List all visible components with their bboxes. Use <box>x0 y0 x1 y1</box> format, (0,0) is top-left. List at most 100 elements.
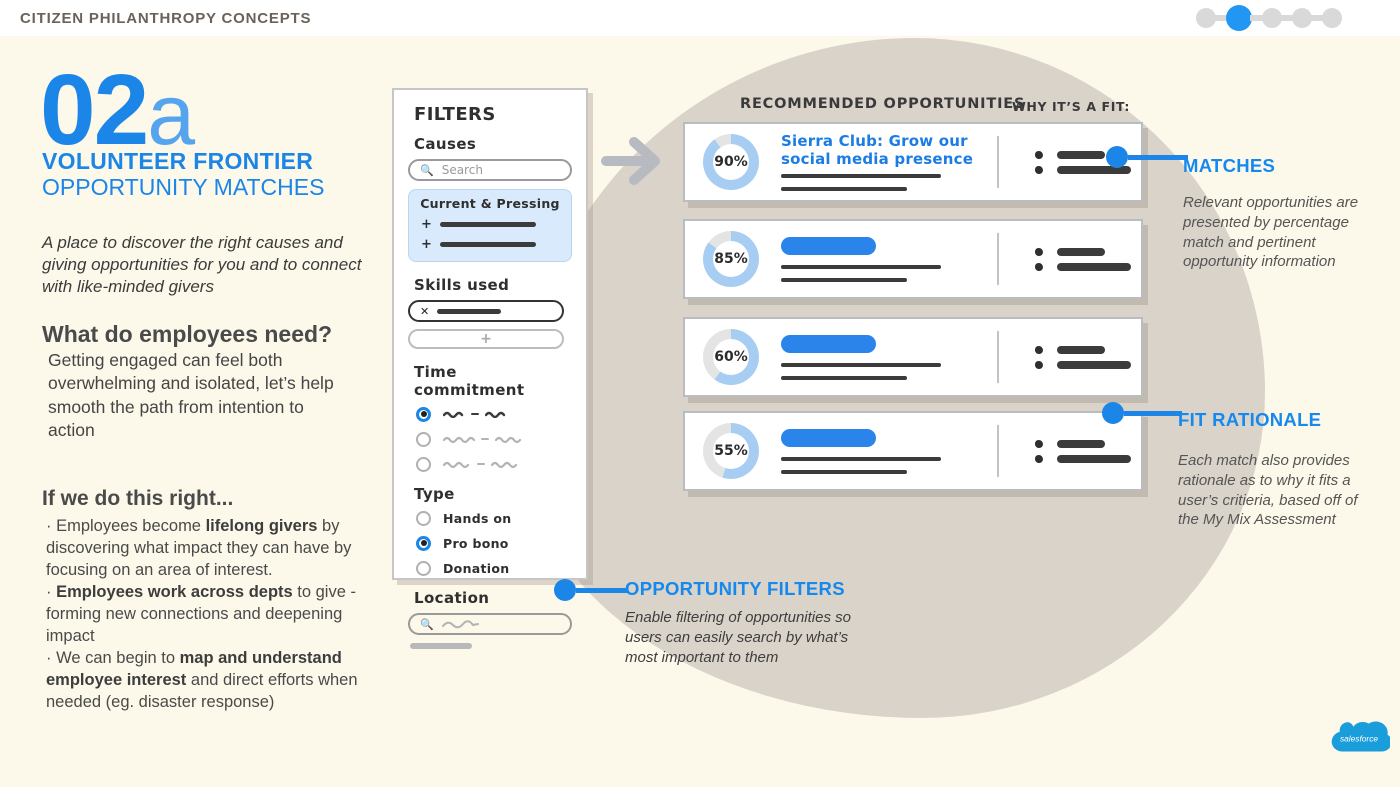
intro-paragraph: A place to discover the right causes and… <box>42 233 362 297</box>
connector-dot <box>1106 146 1128 168</box>
radio-icon[interactable] <box>416 560 431 576</box>
progress-indicator[interactable] <box>1196 5 1342 31</box>
placeholder-line <box>1057 439 1105 448</box>
match-donut: 90% <box>703 134 759 190</box>
causes-label: Causes <box>414 135 477 153</box>
opportunity-card-4[interactable]: 55% <box>683 411 1143 491</box>
placeholder-line <box>1057 165 1131 174</box>
fit-rationale-annotation-title: FIT RATIONALE <box>1178 409 1322 430</box>
opportunity-card-2[interactable]: 85% <box>683 219 1143 299</box>
time-option-2[interactable] <box>416 430 572 448</box>
radio-icon[interactable] <box>416 535 431 551</box>
placeholder-line <box>1057 360 1131 369</box>
bullet-icon <box>1035 165 1043 174</box>
slide-title-line1: VOLUNTEER FRONTIER <box>42 148 314 174</box>
card-divider <box>997 136 999 188</box>
radio-icon[interactable] <box>416 510 431 526</box>
time-option-1[interactable] <box>416 405 572 423</box>
location-search-input[interactable]: 🔍 <box>408 613 572 635</box>
slide-title-line2: OPPORTUNITY MATCHES <box>42 174 325 201</box>
placeholder-line <box>437 308 502 314</box>
placeholder-line <box>781 264 941 269</box>
recommended-opportunities-header: RECOMMENDED OPPORTUNITIES <box>740 96 1026 112</box>
opportunity-card-1[interactable]: 90% Sierra Club: Grow our social media p… <box>683 122 1143 202</box>
connector-dot <box>1102 402 1124 424</box>
top-bar: CITIZEN PHILANTHROPY CONCEPTS <box>0 0 1400 36</box>
opportunity-filters-annotation: OPPORTUNITY FILTERS Enable filtering of … <box>625 578 861 667</box>
progress-dot-1[interactable] <box>1196 8 1216 28</box>
placeholder-title-pill <box>781 428 876 447</box>
placeholder-line <box>781 469 907 474</box>
placeholder-line <box>1057 247 1105 256</box>
progress-dot-3[interactable] <box>1262 8 1282 28</box>
fit-reasons <box>1035 339 1131 376</box>
progress-connector <box>1280 15 1294 21</box>
radio-icon[interactable] <box>416 456 431 472</box>
plus-icon: + <box>421 217 432 232</box>
type-label: Type <box>414 485 455 503</box>
slide-number: 02a <box>40 60 195 160</box>
skill-tag[interactable]: ✕ <box>408 300 564 322</box>
match-donut: 60% <box>703 329 759 385</box>
time-commitment-label: Time commitment <box>414 363 525 399</box>
fit-rationale-connector <box>1102 402 1182 424</box>
deck-title: CITIZEN PHILANTHROPY CONCEPTS <box>20 9 312 27</box>
progress-dot-2[interactable] <box>1226 5 1252 31</box>
matches-annotation-title: MATCHES <box>1183 155 1276 176</box>
opportunity-title[interactable]: Sierra Club: Grow our social media prese… <box>781 132 974 168</box>
add-skill-button[interactable]: + <box>408 329 564 349</box>
match-percent: 55% <box>714 443 748 459</box>
if-right-heading: If we do this right... <box>42 487 234 510</box>
time-option-3[interactable] <box>416 455 572 473</box>
progress-dot-5[interactable] <box>1322 8 1342 28</box>
placeholder-line <box>781 173 941 178</box>
fit-reasons <box>1035 144 1131 181</box>
match-donut: 85% <box>703 231 759 287</box>
fit-reasons <box>1035 241 1131 278</box>
bullet-2: · Employees work across depts to give - … <box>46 582 356 645</box>
placeholder-title-pill <box>781 334 876 353</box>
bullet-icon <box>1035 454 1043 463</box>
benefit-bullets: · Employees become lifelong givers by di… <box>46 516 368 713</box>
location-label: Location <box>414 589 490 607</box>
placeholder-line <box>781 375 907 380</box>
bullet-icon <box>1035 262 1043 271</box>
type-option-hands-on[interactable]: Hands on <box>416 509 572 527</box>
search-icon: 🔍 <box>420 163 434 177</box>
radio-icon[interactable] <box>416 431 431 447</box>
progress-dot-4[interactable] <box>1292 8 1312 28</box>
remove-icon[interactable]: ✕ <box>420 304 430 318</box>
slide-title: VOLUNTEER FRONTIER OPPORTUNITY MATCHES <box>42 148 324 201</box>
bullet-icon <box>1035 439 1043 448</box>
causes-search-placeholder: Search <box>441 163 483 177</box>
placeholder-line <box>781 277 907 282</box>
why-fit-header: WHY IT’S A FIT: <box>1012 99 1130 114</box>
type-option-pro-bono[interactable]: Pro bono <box>416 534 572 552</box>
cause-subitem[interactable]: + <box>421 217 561 232</box>
placeholder-line <box>439 242 536 247</box>
progress-connector <box>1250 15 1264 21</box>
placeholder-line <box>781 186 907 191</box>
placeholder-scribble <box>441 619 480 629</box>
match-donut: 55% <box>703 423 759 479</box>
bullet-icon <box>1035 360 1043 369</box>
type-option-donation[interactable]: Donation <box>416 559 572 577</box>
plus-icon: + <box>421 237 432 252</box>
skills-label: Skills used <box>414 276 510 294</box>
causes-search-input[interactable]: 🔍 Search <box>408 159 572 181</box>
cause-subitem[interactable]: + <box>421 237 561 252</box>
placeholder-range <box>443 460 517 468</box>
opportunity-filters-connector <box>554 579 628 601</box>
svg-text:salesforce: salesforce <box>1340 734 1378 744</box>
opportunity-card-3[interactable]: 60% <box>683 317 1143 397</box>
matches-annotation: MATCHES Relevant opportunities are prese… <box>1183 155 1383 272</box>
connector-dot <box>554 579 576 601</box>
card-divider <box>997 425 999 477</box>
fit-rationale-annotation-body: Each match also provides rationale as to… <box>1178 452 1358 529</box>
bullet-3: · We can begin to map and understand emp… <box>46 648 358 711</box>
type-option-label: Hands on <box>443 510 512 526</box>
placeholder-range <box>443 410 507 418</box>
card-divider <box>997 331 999 383</box>
selected-cause-box[interactable]: Current & Pressing + + <box>408 189 572 262</box>
radio-icon[interactable] <box>416 406 431 422</box>
